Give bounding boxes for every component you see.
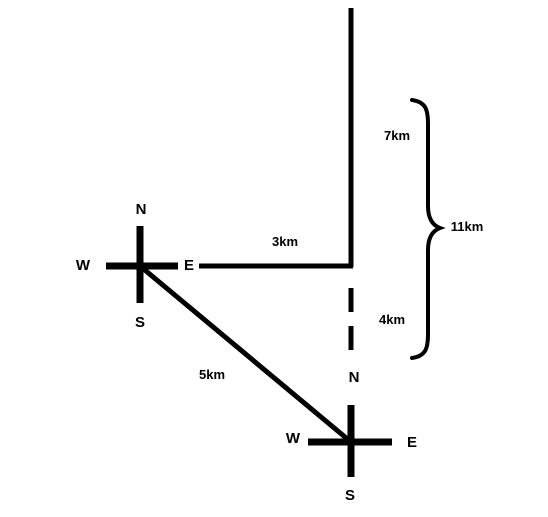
- lower-compass-north-label: N: [349, 369, 360, 386]
- upper-compass-east-label: E: [184, 257, 194, 274]
- upper-compass: [106, 226, 178, 303]
- east-leg-distance-label: 3km: [272, 234, 298, 249]
- lower-compass-east-label: E: [407, 434, 417, 451]
- north-leg-distance-label: 7km: [384, 128, 410, 143]
- lower-compass-south-label: S: [345, 487, 355, 504]
- upper-compass-west-label: W: [76, 257, 91, 274]
- total-vertical-distance-label: 11km: [451, 219, 484, 234]
- diagonal-leg-line: [138, 264, 353, 444]
- lower-compass-west-label: W: [286, 430, 301, 447]
- upper-compass-north-label: N: [136, 201, 147, 218]
- lower-compass: [308, 405, 392, 477]
- total-distance-brace: [410, 98, 446, 360]
- dashed-leg-distance-label: 4km: [379, 312, 405, 327]
- diagonal-distance-label: 5km: [199, 367, 225, 382]
- upper-compass-south-label: S: [135, 314, 145, 331]
